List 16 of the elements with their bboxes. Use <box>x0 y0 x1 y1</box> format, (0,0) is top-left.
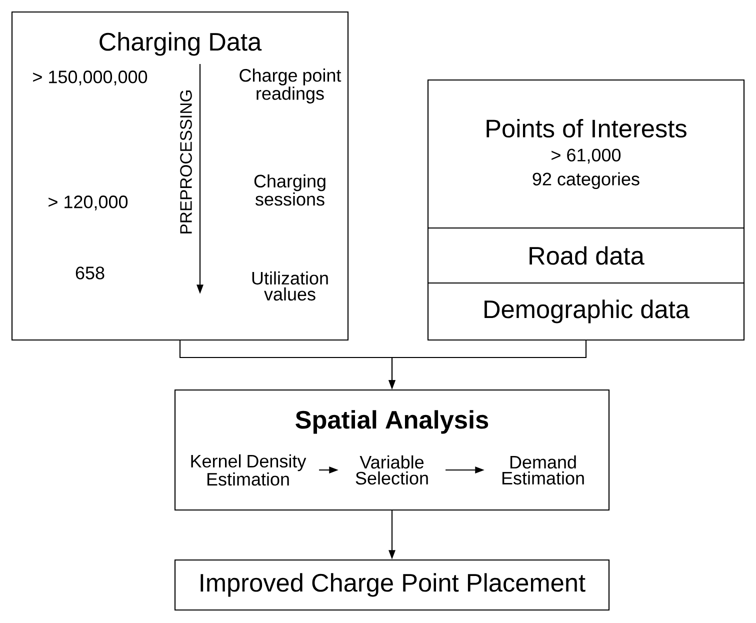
step-label: Kernel Density Estimation <box>191 454 306 486</box>
stage-label: Charge point readings <box>240 68 342 104</box>
result-box: Improved Charge Point Placement <box>174 559 610 611</box>
data-band: Demographic data <box>427 282 745 341</box>
count-label: 658 <box>76 266 104 280</box>
count-label: > 150,000,000 <box>33 70 148 86</box>
stage-label: Charging sessions <box>254 174 326 206</box>
box-title: Spatial Analysis <box>296 410 488 434</box>
stage-label: Utilization values <box>252 271 328 301</box>
step-label: Variable Selection <box>356 455 428 485</box>
step-label: Demand Estimation <box>502 455 584 485</box>
box-title: Charging Data <box>100 32 262 56</box>
rotated-label: PREPROCESSING <box>180 90 192 234</box>
count-label: > 120,000 <box>48 196 128 210</box>
data-band: Road data <box>427 227 745 284</box>
data-band: Points of Interests > 61,000 92 categories <box>427 79 745 229</box>
